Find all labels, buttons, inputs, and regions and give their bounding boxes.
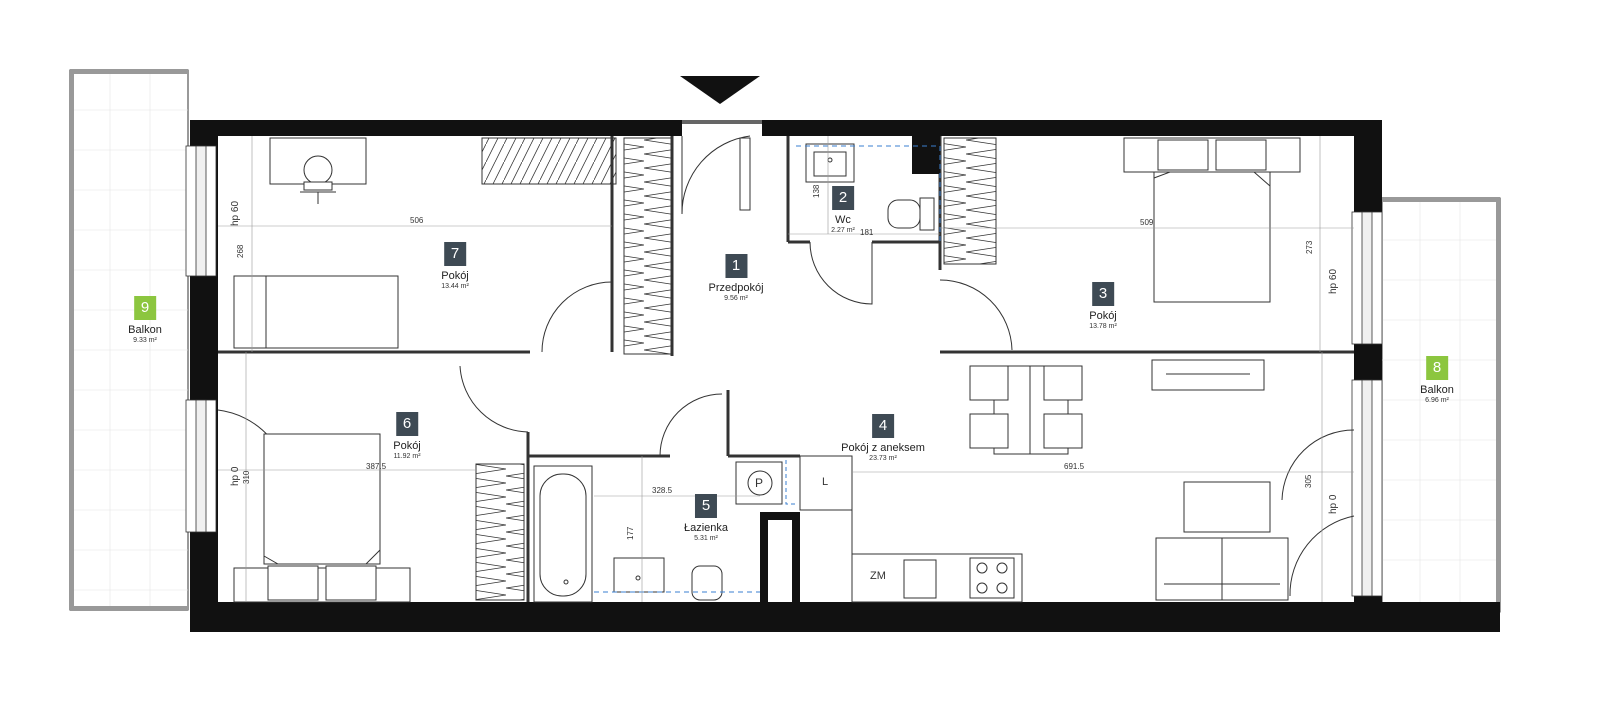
room-4-name: Pokój z aneksem xyxy=(841,442,925,454)
room-5-label: 5 Łazienka 5.31 m² xyxy=(684,494,728,542)
room-2-name: Wc xyxy=(835,214,851,226)
room-4-area: 23.73 m² xyxy=(869,455,897,462)
dishwasher-symbol: ZM xyxy=(870,570,886,582)
outer-walls xyxy=(190,120,1500,632)
room-9-label: 9 Balkon 9.33 m² xyxy=(128,296,162,344)
room-7-number: 7 xyxy=(444,242,466,266)
room6-furniture xyxy=(233,433,411,603)
room-2-label: 2 Wc 2.27 m² xyxy=(831,186,855,234)
room-4-label: 4 Pokój z aneksem 23.73 m² xyxy=(841,414,925,462)
dim-room6-depth: 310 xyxy=(242,470,251,484)
room-9-name: Balkon xyxy=(128,324,162,336)
window-height-right-top: hp 60 xyxy=(1328,268,1339,294)
room-1-name: Przedpokój xyxy=(708,282,764,294)
room-7-name: Pokój xyxy=(441,270,469,282)
room-1-number: 1 xyxy=(724,254,747,278)
wardrobes xyxy=(475,137,997,601)
room-3-label: 3 Pokój 13.78 m² xyxy=(1089,282,1117,330)
entrance-arrow xyxy=(680,76,760,104)
room-7-label: 7 Pokój 13.44 m² xyxy=(441,242,469,290)
room-3-name: Pokój xyxy=(1089,310,1117,322)
room-9-number: 9 xyxy=(133,296,156,320)
room-8-number: 8 xyxy=(1425,356,1448,380)
dim-bath-depth: 177 xyxy=(626,526,635,540)
room7-furniture xyxy=(233,137,399,349)
living-furniture xyxy=(799,359,1289,603)
room-7-area: 13.44 m² xyxy=(441,283,469,290)
room-5-area: 5.31 m² xyxy=(694,535,718,542)
room-9-area: 9.33 m² xyxy=(133,337,157,344)
room-3-number: 3 xyxy=(1092,282,1114,306)
room-8-name: Balkon xyxy=(1420,384,1454,396)
balcony-left xyxy=(69,69,189,611)
room-5-name: Łazienka xyxy=(683,522,729,534)
fridge-symbol: L xyxy=(822,476,829,488)
dim-room3-width: 509 xyxy=(1140,218,1154,227)
room-2-number: 2 xyxy=(831,186,854,210)
dim-room3-depth: 273 xyxy=(1305,240,1314,254)
dimension-lines xyxy=(218,136,1354,602)
room-6-number: 6 xyxy=(396,412,418,436)
window-height-left-top: hp 60 xyxy=(230,200,241,226)
room-6-area: 11.92 m² xyxy=(393,453,421,460)
room-6-name: Pokój xyxy=(393,440,421,452)
room-6-label: 6 Pokój 11.92 m² xyxy=(393,412,421,460)
room-8-area: 6.96 m² xyxy=(1425,397,1449,404)
room-2-area: 2.27 m² xyxy=(831,227,855,234)
dim-living-depth: 305 xyxy=(1304,474,1313,488)
room-4-number: 4 xyxy=(871,414,894,438)
dim-wc-width: 181 xyxy=(860,228,874,237)
dim-room6-width: 387.5 xyxy=(366,462,387,471)
dim-wc-depth: 138 xyxy=(812,184,821,198)
window-height-left-bottom: hp 0 xyxy=(230,466,241,486)
room-1-label: 1 Przedpokój 9.56 m² xyxy=(708,254,764,302)
wc-fixtures xyxy=(805,143,935,231)
windows xyxy=(185,145,1383,597)
utility-box xyxy=(735,460,798,505)
shaft-wc xyxy=(912,136,940,174)
dim-bath-width: 328.5 xyxy=(652,486,673,495)
room-1-area: 9.56 m² xyxy=(724,295,748,302)
room-5-number: 5 xyxy=(694,494,717,518)
elevator-symbol: P xyxy=(755,476,764,490)
balcony-right xyxy=(1381,197,1501,613)
shaft-bath-inner xyxy=(768,520,792,602)
wc-install-line xyxy=(796,145,941,242)
dim-living-width: 691.5 xyxy=(1064,462,1085,471)
room-8-label: 8 Balkon 6.96 m² xyxy=(1420,356,1454,404)
window-height-right-bottom: hp 0 xyxy=(1328,494,1339,514)
room3-furniture xyxy=(1123,137,1301,303)
room-3-area: 13.78 m² xyxy=(1089,323,1117,330)
dim-room7-depth: 268 xyxy=(236,244,245,258)
dim-room7-width: 506 xyxy=(410,216,424,225)
